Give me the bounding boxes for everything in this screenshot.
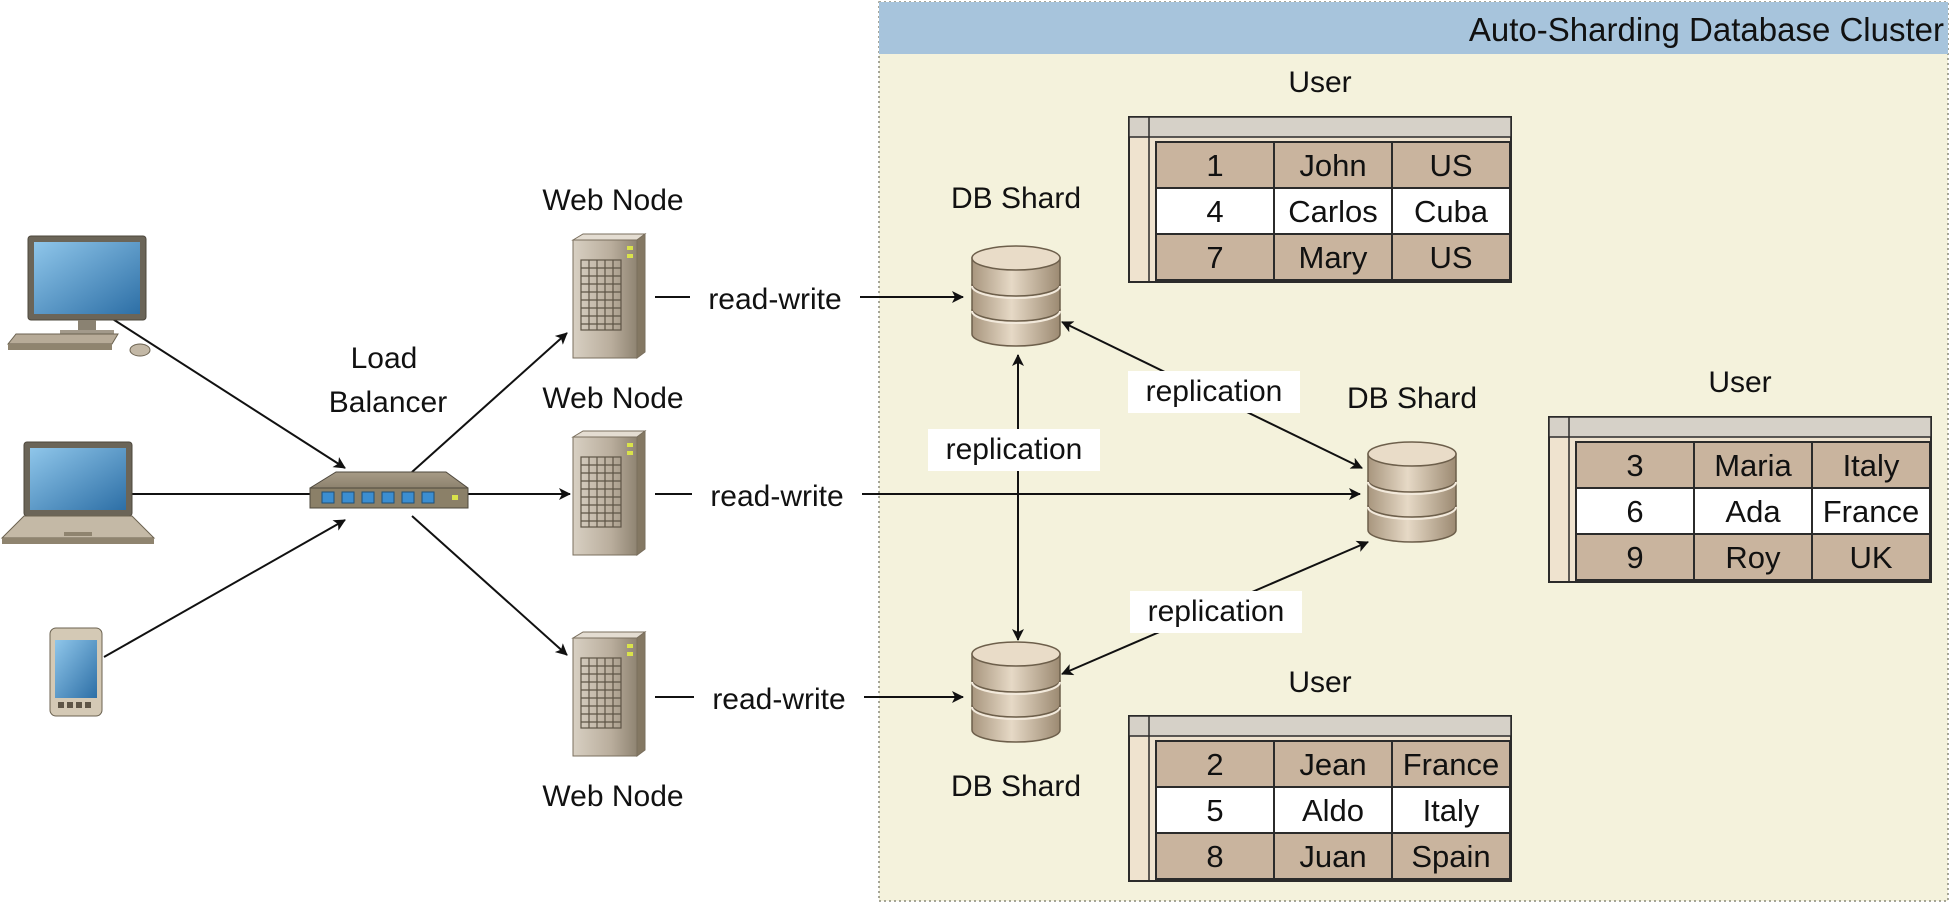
- table-cell: 9: [1626, 540, 1643, 575]
- table-cell: Italy: [1423, 793, 1480, 828]
- smartphone-icon: [49, 627, 103, 717]
- read-write-label-2: read-write: [710, 480, 843, 513]
- user-table-title: User: [1288, 66, 1351, 99]
- table-cell-bg: [1575, 441, 1695, 489]
- table-cell: 1: [1206, 148, 1223, 183]
- load-balancer-label-line2: Balancer: [329, 386, 447, 419]
- web-node-label-2: Web Node: [542, 382, 683, 415]
- table-row: 1 John US: [1155, 141, 1511, 189]
- table-cell-bg: [1391, 233, 1511, 281]
- user-table-header-bar: [1548, 416, 1932, 438]
- cluster-title: Auto-Sharding Database Cluster: [1469, 11, 1944, 48]
- table-cell: France: [1823, 494, 1919, 529]
- table-cell-bg: [1693, 533, 1813, 581]
- web-node-server-icon-3: [572, 631, 646, 757]
- table-row: 5 Aldo Italy: [1155, 786, 1511, 834]
- table-row: 2 Jean France: [1155, 740, 1511, 788]
- table-cell: 4: [1206, 194, 1223, 229]
- table-cell: Italy: [1843, 448, 1900, 483]
- table-cell: Mary: [1299, 240, 1368, 275]
- table-cell-bg: [1155, 832, 1275, 880]
- db-shard-label-1: DB Shard: [951, 182, 1081, 215]
- user-table: User 3 Maria Italy 6 Ada France 9 Roy UK: [1548, 366, 1932, 583]
- read-write-label-3: read-write: [712, 683, 845, 716]
- web-node-label-1: Web Node: [542, 184, 683, 217]
- table-cell: US: [1429, 240, 1472, 275]
- user-table: User 2 Jean France 5 Aldo Italy 8 Juan Spain: [1128, 666, 1512, 882]
- replication-label-vertical: replication: [946, 433, 1083, 466]
- laptop-icon: [0, 441, 156, 544]
- table-cell-bg: [1391, 832, 1511, 880]
- table-cell-bg: [1811, 533, 1931, 581]
- table-cell: 2: [1206, 747, 1223, 782]
- web-node-server-icon-1: [572, 233, 646, 359]
- table-cell: 6: [1626, 494, 1643, 529]
- table-row: 3 Maria Italy: [1575, 441, 1931, 489]
- table-cell: 8: [1206, 839, 1223, 874]
- web-node-server-icon-2: [572, 430, 646, 556]
- table-cell: Maria: [1714, 448, 1792, 483]
- table-cell-bg: [1391, 187, 1511, 235]
- db-shard-label-2: DB Shard: [1347, 382, 1477, 415]
- network-switch-icon: [309, 471, 469, 509]
- db-shard-icon-2: [1367, 441, 1457, 543]
- table-cell: Aldo: [1302, 793, 1364, 828]
- table-row: 6 Ada France: [1575, 487, 1931, 535]
- db-shard-label-3: DB Shard: [951, 770, 1081, 803]
- table-row: 4 Carlos Cuba: [1155, 187, 1511, 235]
- table-cell: 7: [1206, 240, 1223, 275]
- table-cell: Jean: [1299, 747, 1366, 782]
- table-cell: Spain: [1411, 839, 1490, 874]
- read-write-labels: read-write read-write read-write: [690, 279, 864, 716]
- table-cell: Carlos: [1288, 194, 1378, 229]
- table-cell: 3: [1626, 448, 1643, 483]
- user-table-title: User: [1708, 366, 1771, 399]
- table-row: 7 Mary US: [1155, 233, 1511, 281]
- table-row: 9 Roy UK: [1575, 533, 1931, 581]
- table-cell: John: [1299, 148, 1366, 183]
- table-cell-bg: [1391, 740, 1511, 788]
- user-table-header-bar: [1128, 116, 1512, 138]
- db-shard-icon-3: [971, 641, 1061, 743]
- read-write-label-1: read-write: [708, 283, 841, 316]
- table-cell-bg: [1391, 786, 1511, 834]
- table-cell-bg: [1575, 487, 1695, 535]
- client-to-lb-arrow-3: [103, 519, 346, 658]
- cluster-header: [879, 2, 1948, 54]
- table-cell-bg: [1273, 740, 1393, 788]
- table-cell: Ada: [1725, 494, 1781, 529]
- table-cell-bg: [1155, 740, 1275, 788]
- lb-to-web-arrow-1: [411, 332, 568, 473]
- user-table-header-bar: [1128, 715, 1512, 737]
- client-to-lb-arrow-1: [107, 315, 346, 469]
- replication-label-upper: replication: [1146, 375, 1283, 408]
- table-cell: UK: [1849, 540, 1892, 575]
- db-shard-icon-1: [971, 245, 1061, 347]
- table-cell: Juan: [1299, 839, 1366, 874]
- table-cell: Cuba: [1414, 194, 1489, 229]
- table-cell: Roy: [1725, 540, 1781, 575]
- load-balancer-label-line1: Load: [351, 342, 418, 375]
- replication-labels: replication replication replication: [928, 371, 1302, 633]
- lb-to-web-arrow-3: [411, 515, 568, 656]
- desktop-computer-icon: [6, 235, 151, 357]
- replication-label-lower: replication: [1148, 595, 1285, 628]
- table-cell-bg: [1155, 141, 1275, 189]
- table-cell-bg: [1155, 786, 1275, 834]
- table-row: 8 Juan Spain: [1155, 832, 1511, 880]
- user-table-title: User: [1288, 666, 1351, 699]
- table-cell: 5: [1206, 793, 1223, 828]
- table-cell-bg: [1811, 441, 1931, 489]
- web-node-label-3: Web Node: [542, 780, 683, 813]
- table-cell: France: [1403, 747, 1499, 782]
- table-cell: US: [1429, 148, 1472, 183]
- table-cell-bg: [1273, 832, 1393, 880]
